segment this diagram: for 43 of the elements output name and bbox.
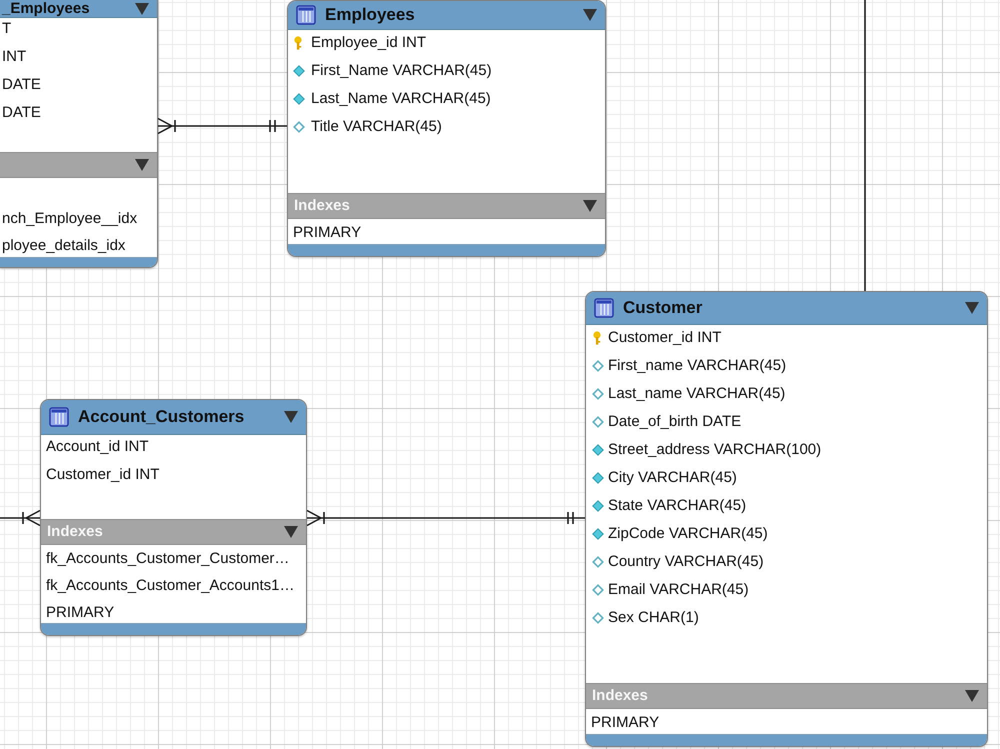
table-title: _Employees <box>2 0 90 17</box>
section-heading: Indexes <box>592 687 648 705</box>
column-definition: ZipCode VARCHAR(45) <box>608 525 768 543</box>
column-definition: Sex CHAR(1) <box>608 609 699 627</box>
relationship-line <box>306 510 585 526</box>
section-heading: Indexes <box>47 523 103 541</box>
relationship-line <box>158 118 287 134</box>
table-title: Employees <box>325 5 415 25</box>
column-definition: Employee_id INT <box>311 34 426 52</box>
column-definition: First_name VARCHAR(45) <box>608 357 786 375</box>
column-definition: DATE <box>2 76 41 94</box>
column-definition: Title VARCHAR(45) <box>311 118 442 136</box>
column-definition: State VARCHAR(45) <box>608 497 746 515</box>
entity-table <box>40 399 307 636</box>
index-name: fk_Accounts_Customer_Customer… <box>46 550 290 568</box>
column-definition: DATE <box>2 104 41 122</box>
relationship-line <box>0 510 40 526</box>
column-definition: First_Name VARCHAR(45) <box>311 62 492 80</box>
entity-table <box>585 291 988 747</box>
index-name: ployee_details_idx <box>2 236 126 254</box>
index-name: fk_Accounts_Customer_Accounts1… <box>46 576 294 594</box>
column-definition: Street_address VARCHAR(100) <box>608 441 822 459</box>
column-definition: Last_name VARCHAR(45) <box>608 385 786 403</box>
column-definition: Account_id INT <box>46 438 149 456</box>
column-definition: Email VARCHAR(45) <box>608 581 749 599</box>
table-title: Account_Customers <box>78 407 244 427</box>
index-name: PRIMARY <box>46 604 114 622</box>
index-name: nch_Employee__idx <box>2 210 138 228</box>
table-title: Customer <box>623 298 702 318</box>
column-definition: Last_Name VARCHAR(45) <box>311 90 491 108</box>
entity-table <box>0 0 158 268</box>
index-name: PRIMARY <box>293 224 362 242</box>
entity-table <box>287 0 606 257</box>
column-definition: Customer_id INT <box>46 466 160 484</box>
column-definition: City VARCHAR(45) <box>608 469 737 487</box>
column-definition: T <box>2 20 12 38</box>
column-definition: Date_of_birth DATE <box>608 413 742 431</box>
index-name: PRIMARY <box>591 714 660 732</box>
column-definition: Country VARCHAR(45) <box>608 553 764 571</box>
relationship-line <box>864 0 866 291</box>
column-definition: INT <box>2 48 26 66</box>
column-definition: Customer_id INT <box>608 329 722 347</box>
section-heading: Indexes <box>294 197 350 215</box>
